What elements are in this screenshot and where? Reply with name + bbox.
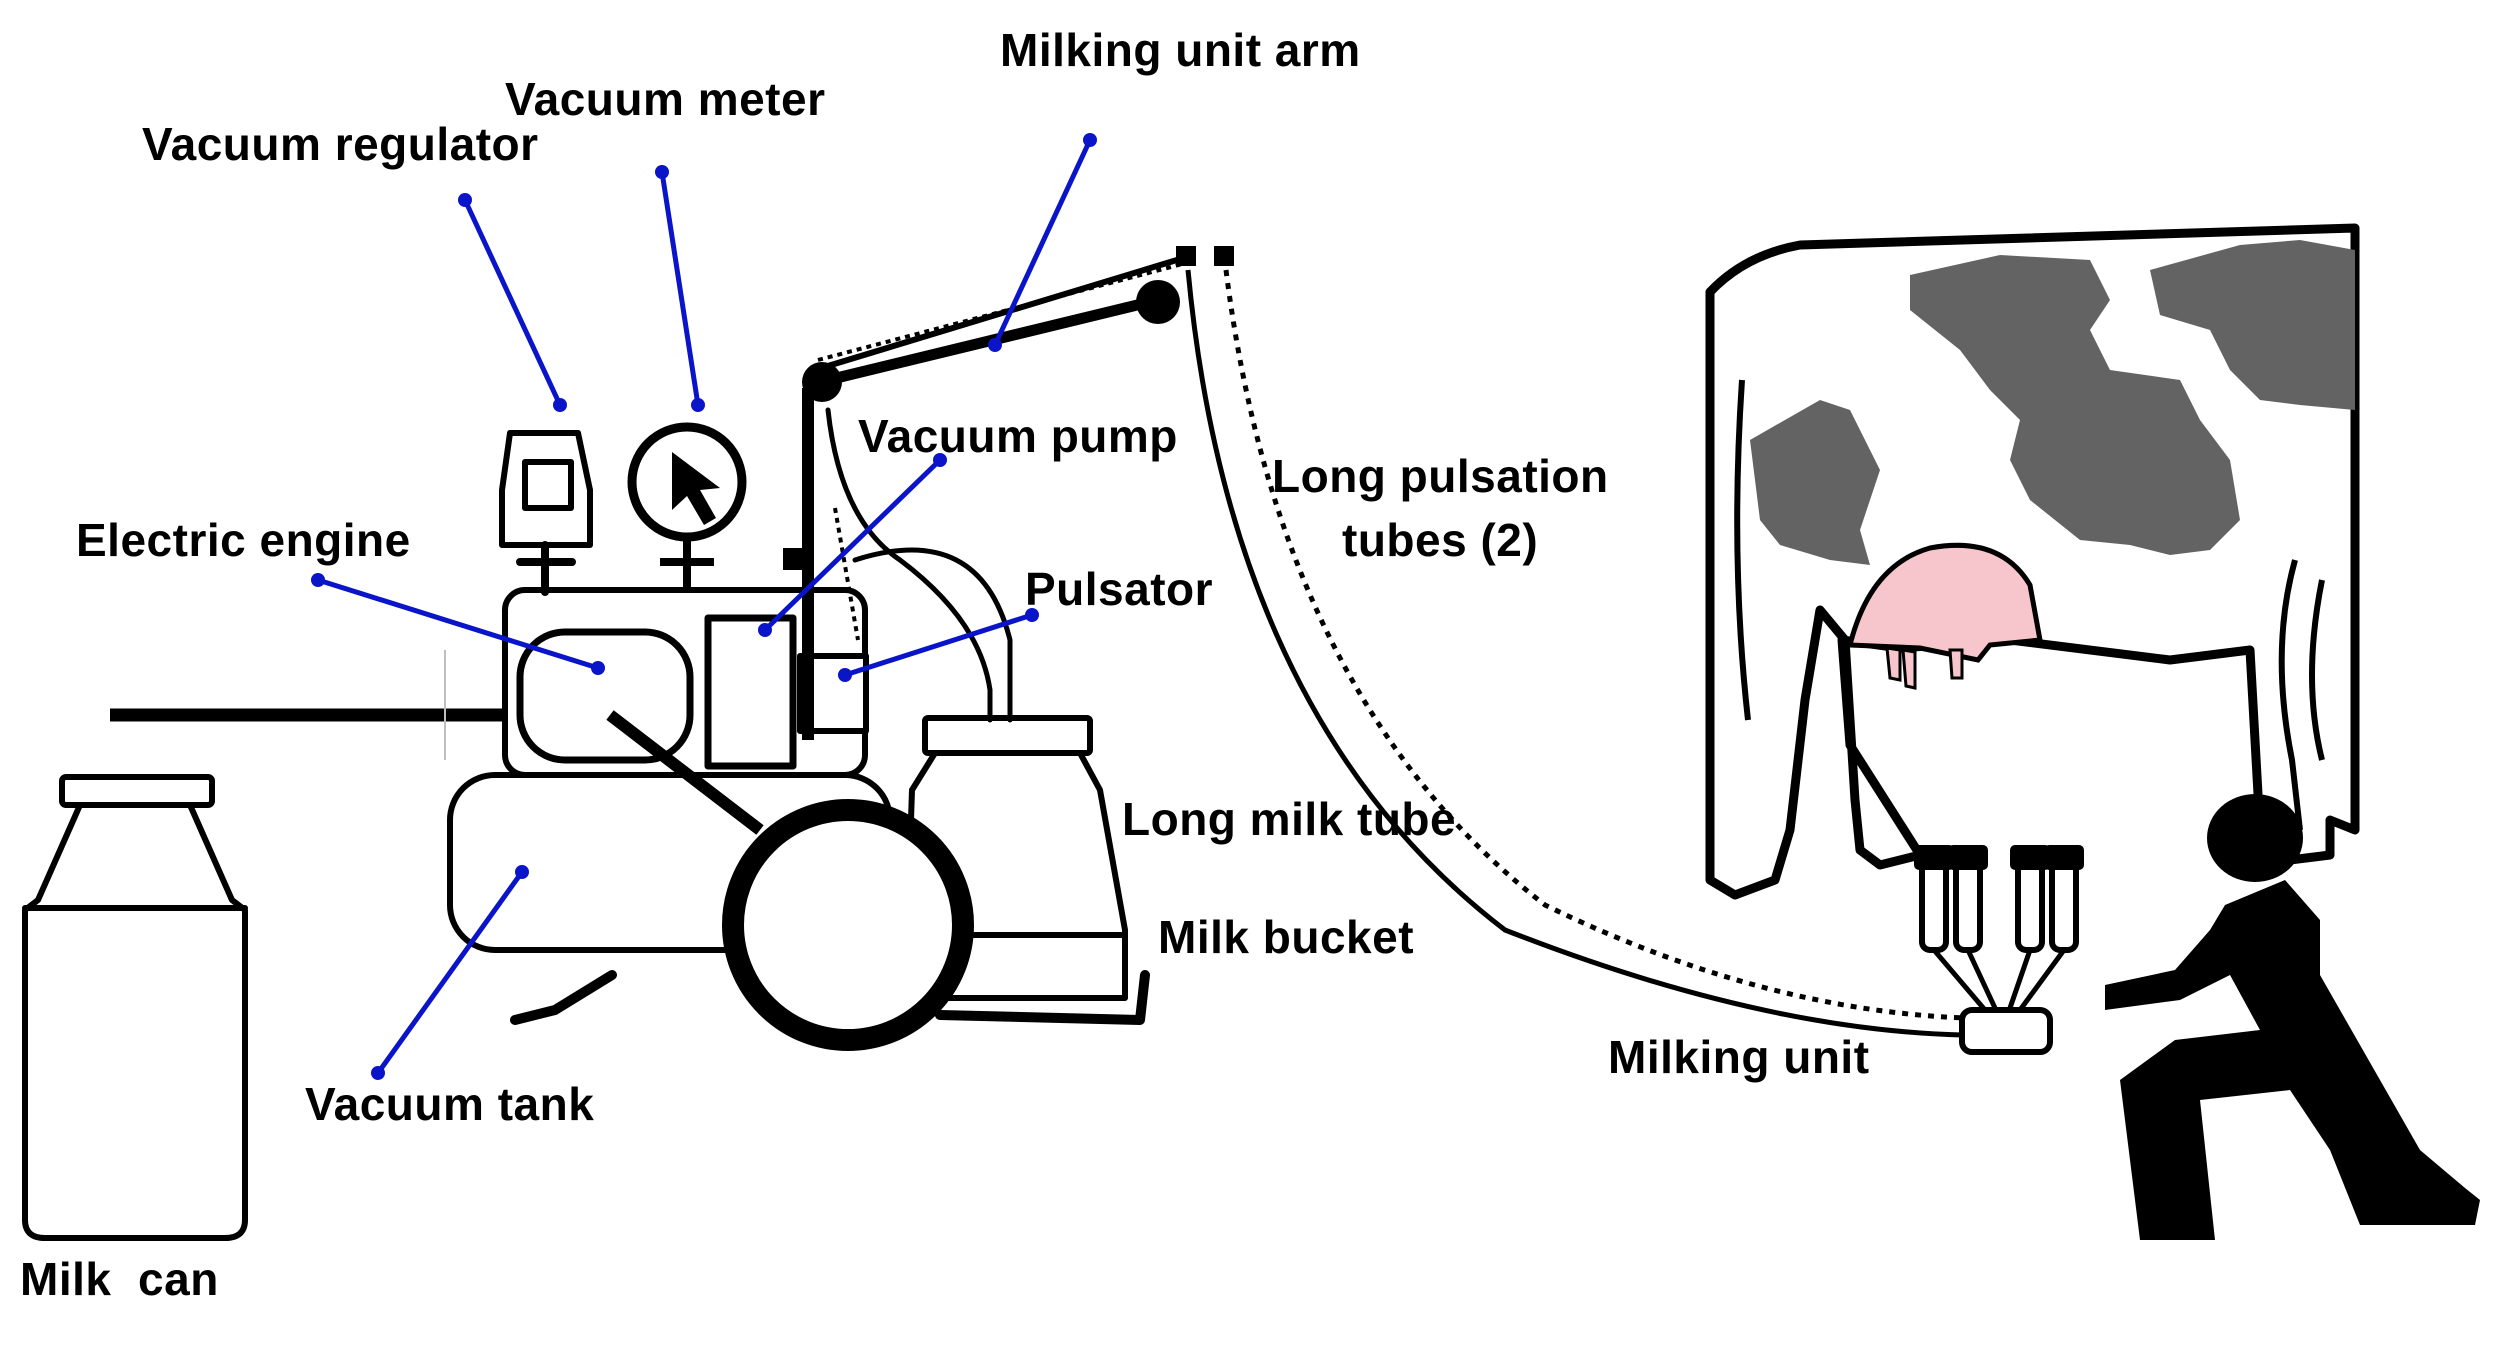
milk-can-icon (22, 774, 248, 1241)
label-long-pulsation-tubes-2: tubes (2) (1342, 514, 1538, 566)
leader-milking-unit-arm-end-dot (988, 338, 1002, 352)
milking-unit-arm (783, 246, 1234, 740)
electric-engine (516, 628, 694, 764)
label-long-pulsation-tubes-1: Long pulsation (1272, 450, 1609, 502)
leader-electric-engine-end-dot (591, 661, 605, 675)
leader-vacuum-pump (763, 458, 942, 632)
label-milk-can: Milk can (20, 1253, 219, 1305)
person-kneeling-icon (2105, 794, 2480, 1240)
leader-vacuum-regulator-start-dot (458, 193, 472, 207)
vacuum-gauge-icon (627, 422, 747, 592)
leader-vacuum-meter (659, 171, 701, 406)
leader-milking-unit-arm-start-dot (1083, 133, 1097, 147)
leader-vacuum-tank-end-dot (515, 865, 529, 879)
leader-milking-unit-arm (992, 138, 1093, 347)
label-milking-unit-arm: Milking unit arm (1000, 24, 1361, 76)
leader-electric-engine-start-dot (311, 573, 325, 587)
long-pulsation-tubes (1223, 269, 1966, 1021)
cart-skid (510, 970, 1150, 1025)
milking-cluster-icon (1914, 845, 2084, 1055)
label-vacuum-meter: Vacuum meter (505, 73, 825, 125)
label-milk-bucket: Milk bucket (1158, 911, 1414, 963)
label-vacuum-pump: Vacuum pump (858, 410, 1178, 462)
leader-vacuum-regulator-end-dot (553, 398, 567, 412)
leader-vacuum-regulator (462, 198, 563, 407)
leader-vacuum-meter-end-dot (691, 398, 705, 412)
label-pulsator: Pulsator (1025, 563, 1213, 615)
cart-wheel (722, 799, 974, 1051)
leader-vacuum-meter-start-dot (655, 165, 669, 179)
drive-belt (606, 710, 764, 835)
leader-pulsator-start-dot (1025, 608, 1039, 622)
label-long-milk-tube: Long milk tube (1122, 793, 1456, 845)
leader-electric-engine (317, 577, 599, 671)
leader-vacuum-pump-start-dot (933, 453, 947, 467)
leader-vacuum-tank-start-dot (371, 1066, 385, 1080)
leader-pulsator-end-dot (838, 668, 852, 682)
leader-lines (311, 133, 1097, 1080)
label-vacuum-regulator: Vacuum regulator (142, 118, 539, 170)
vacuum-pump (704, 614, 797, 770)
label-vacuum-tank: Vacuum tank (305, 1078, 594, 1130)
label-milking-unit: Milking unit (1608, 1031, 1870, 1083)
leader-vacuum-tank (375, 870, 525, 1075)
long-milk-tube (1185, 269, 1963, 1038)
label-electric-engine: Electric engine (76, 514, 411, 566)
cow-icon (1705, 223, 2360, 900)
leader-vacuum-pump-end-dot (758, 623, 772, 637)
leader-pulsator (844, 612, 1033, 678)
vacuum-regulator (499, 430, 593, 596)
